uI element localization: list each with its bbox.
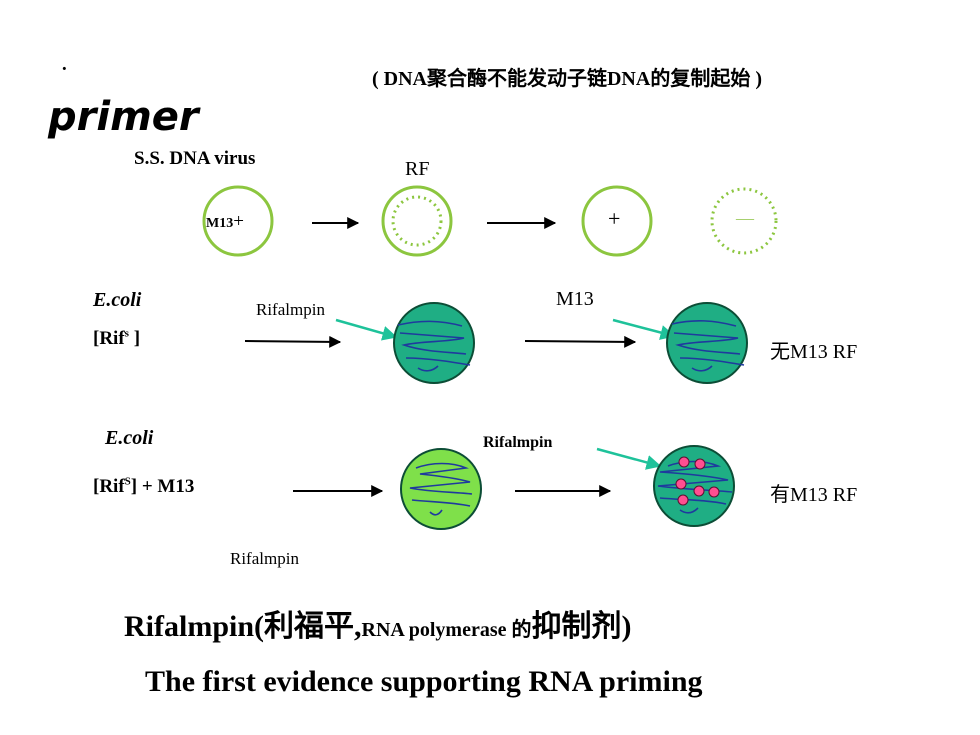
header-note: ( DNA聚合酶不能发动子链DNA的复制起始 ) [372, 68, 762, 90]
rifalmpin-caption: Rifalmpin [230, 549, 299, 568]
row3-genotype: [RifS] + M13 [93, 475, 195, 497]
row3-drug-label: Rifalmpin [483, 434, 553, 451]
rf-dot [708, 486, 720, 498]
cell-rifs-treated [393, 302, 475, 384]
rf-dot [675, 478, 687, 490]
cell-with-rf [653, 445, 735, 527]
row2-genotype: [Rifs ] [93, 327, 141, 349]
m13-ring-label: M13+ [206, 211, 244, 232]
rf-dot [677, 494, 689, 506]
minus-strand-label: — [736, 208, 754, 228]
rf-dot [693, 485, 705, 497]
row3-organism: E.coli [105, 427, 154, 449]
ss-dna-virus-label: S.S. DNA virus [134, 148, 256, 169]
row2-arrow-2 [524, 335, 637, 348]
rifalmpin-definition: Rifalmpin(利福平,RNA polymerase 的抑制剂) [124, 610, 632, 643]
row3-rifalmpin-pointer [596, 447, 662, 470]
row2-drug-label: Rifalmpin [256, 300, 325, 319]
m13-ssdna-ring [202, 185, 274, 257]
row2-m13-pointer [612, 318, 676, 340]
plus-strand-label: + [608, 206, 621, 231]
rf-label: RF [405, 158, 430, 180]
bullet: · [60, 54, 69, 83]
row3-result: 有M13 RF [770, 484, 858, 506]
conclusion-line: The first evidence supporting RNA primin… [145, 665, 703, 698]
row2-rifalmpin-pointer [335, 318, 398, 341]
rf-dot [694, 458, 706, 470]
cell-no-rf [666, 302, 748, 384]
rf-double-ring [381, 185, 453, 257]
minus-strand-ring [710, 187, 778, 255]
cell-m13-infected [400, 448, 482, 530]
row2-phage-label: M13 [556, 288, 594, 310]
row2-organism: E.coli [93, 289, 142, 311]
page-title: primer [48, 94, 199, 140]
plus-strand-ring [581, 185, 653, 257]
rf-dot [678, 456, 690, 468]
row2-arrow-1 [244, 335, 342, 348]
row2-result: 无M13 RF [770, 341, 858, 363]
